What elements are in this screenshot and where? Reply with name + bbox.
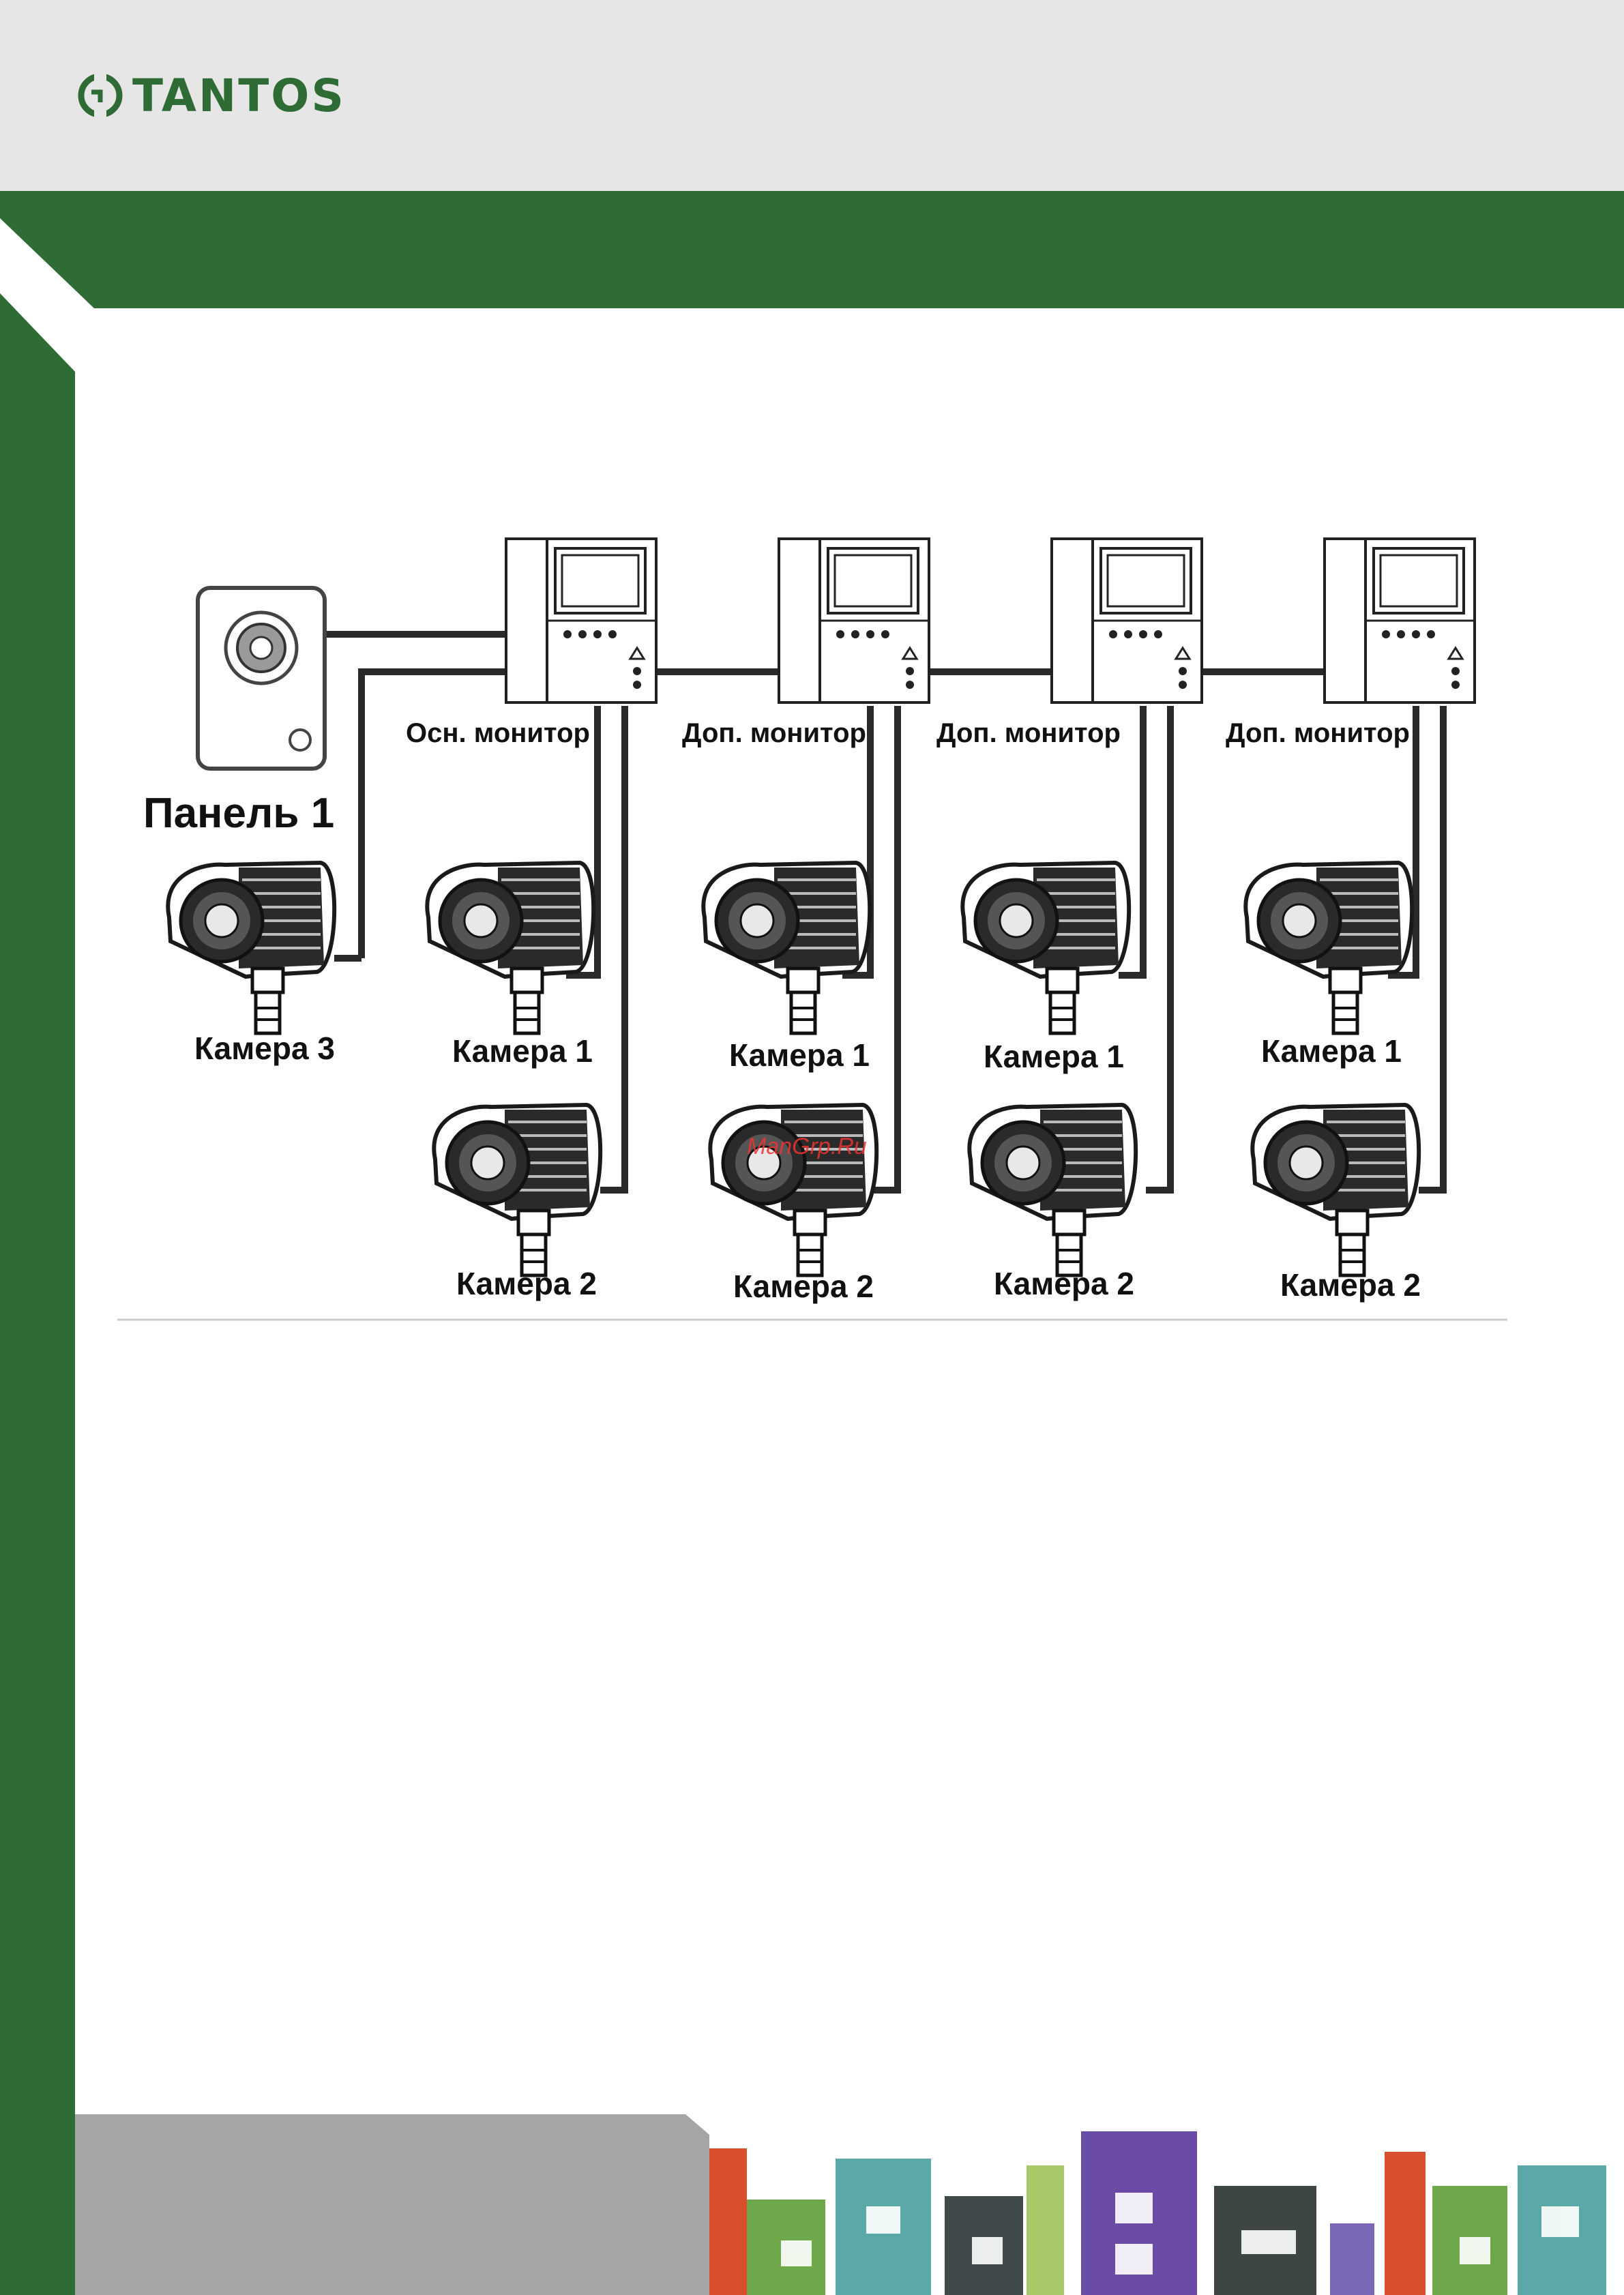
camera-2-label-extra1: Камера 2 <box>733 1269 874 1304</box>
panel-label: Панель 1 <box>143 790 334 837</box>
call-button-icon <box>290 730 310 750</box>
extra-monitor-label-2: Доп. монитор <box>936 718 1121 748</box>
extra-monitor-3 <box>1325 539 1475 702</box>
camera-1-extra2 <box>962 863 1129 1033</box>
camera-2-label-extra2: Камера 2 <box>994 1266 1134 1301</box>
extra-monitor-1 <box>779 539 929 702</box>
main-monitor-label: Осн. монитор <box>406 718 590 748</box>
door-panel <box>198 588 325 769</box>
camera-1-label-extra1: Камера 1 <box>729 1037 870 1073</box>
extra-monitor-2 <box>1052 539 1202 702</box>
camera-3 <box>168 863 334 1033</box>
camera-2-main <box>434 1105 600 1275</box>
camera-1-label-extra3: Камера 1 <box>1261 1033 1402 1069</box>
camera-3-label: Камера 3 <box>194 1031 335 1066</box>
camera-1-main <box>427 863 593 1033</box>
watermark-text: ManGrp.Ru <box>747 1134 867 1160</box>
extra-monitor-label-1: Доп. монитор <box>682 718 866 748</box>
camera-2-label-extra3: Камера 2 <box>1280 1267 1421 1303</box>
camera-2-label-main: Камера 2 <box>456 1266 597 1301</box>
camera-1-label-main: Камера 1 <box>452 1033 593 1069</box>
camera-2-extra1 <box>710 1105 876 1275</box>
extra-monitor-label-3: Доп. монитор <box>1226 718 1410 748</box>
camera-2-extra2 <box>969 1105 1136 1275</box>
camera-1-label-extra2: Камера 1 <box>984 1039 1124 1074</box>
camera-2-extra3 <box>1252 1105 1419 1275</box>
camera-1-extra3 <box>1245 863 1412 1033</box>
camera-1-extra1 <box>703 863 870 1033</box>
main-monitor <box>506 539 656 702</box>
